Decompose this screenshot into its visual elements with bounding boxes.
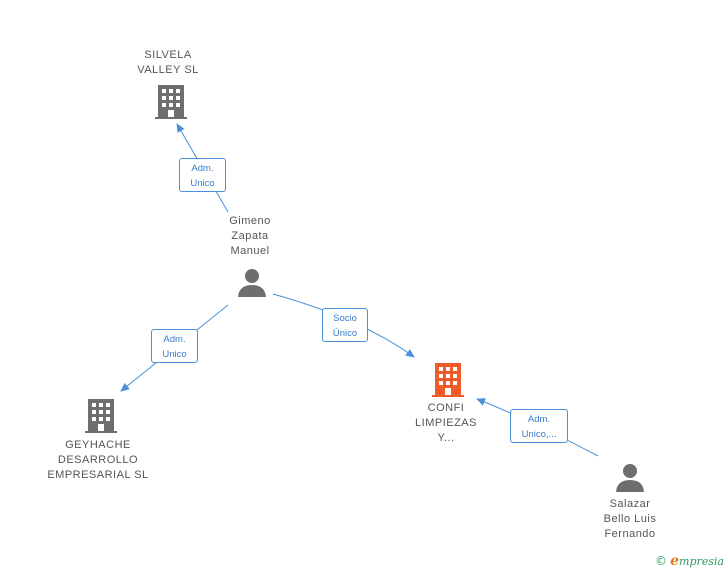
node-label-line: Zapata	[231, 230, 269, 242]
edge-label-socio-unico[interactable]: Socio Único	[322, 308, 368, 342]
edge-label-line: Socio	[333, 313, 357, 324]
node-label-gimeno[interactable]: Gimeno Zapata Manuel	[210, 214, 290, 259]
brand-text: mpresia	[679, 555, 724, 568]
node-label-confi[interactable]: CONFI LIMPIEZAS Y...	[400, 401, 492, 446]
node-label-line: VALLEY SL	[137, 64, 199, 76]
edge-label-line: Unico,...	[521, 429, 557, 440]
node-label-line: LIMPIEZAS	[415, 417, 477, 429]
building-icon[interactable]	[85, 398, 117, 434]
empresia-watermark: © empresia	[655, 553, 724, 569]
node-label-line: EMPRESARIAL SL	[47, 469, 149, 481]
node-label-line: SILVELA	[144, 49, 192, 61]
edge-label-adm-unico-confi[interactable]: Adm. Unico,...	[510, 409, 568, 443]
node-label-line: GEYHACHE	[65, 439, 131, 451]
edge-label-line: Adm.	[163, 334, 186, 345]
edge-label-line: Unico	[190, 178, 215, 189]
edge-label-adm-unico-silvela[interactable]: Adm. Unico	[179, 158, 226, 192]
node-label-geyhache[interactable]: GEYHACHE DESARROLLO EMPRESARIAL SL	[38, 438, 158, 483]
edge-label-line: Adm.	[191, 163, 214, 174]
copyright-symbol: ©	[655, 554, 668, 568]
node-label-salazar[interactable]: Salazar Bello Luis Fernando	[585, 497, 675, 542]
node-label-line: CONFI	[427, 402, 465, 414]
node-label-silvela[interactable]: SILVELA VALLEY SL	[118, 48, 218, 78]
edge-label-adm-unico-geyhache[interactable]: Adm. Unico	[151, 329, 198, 363]
edge-label-line: Unico	[162, 349, 187, 360]
edge-label-line: Único	[332, 328, 358, 339]
node-label-line: Manuel	[230, 245, 270, 257]
node-label-line: Gimeno	[229, 215, 271, 227]
node-label-line: Y...	[437, 432, 455, 444]
node-label-line: DESARROLLO	[57, 454, 139, 466]
brand-letter: e	[670, 553, 680, 569]
building-icon[interactable]	[155, 84, 187, 120]
person-icon[interactable]	[615, 463, 645, 493]
node-label-line: Bello Luis	[603, 513, 657, 525]
node-label-line: Fernando	[604, 528, 656, 540]
building-icon[interactable]	[432, 362, 464, 398]
node-label-line: Salazar	[609, 498, 651, 510]
edge-label-line: Adm.	[527, 414, 551, 425]
person-icon[interactable]	[237, 268, 267, 298]
